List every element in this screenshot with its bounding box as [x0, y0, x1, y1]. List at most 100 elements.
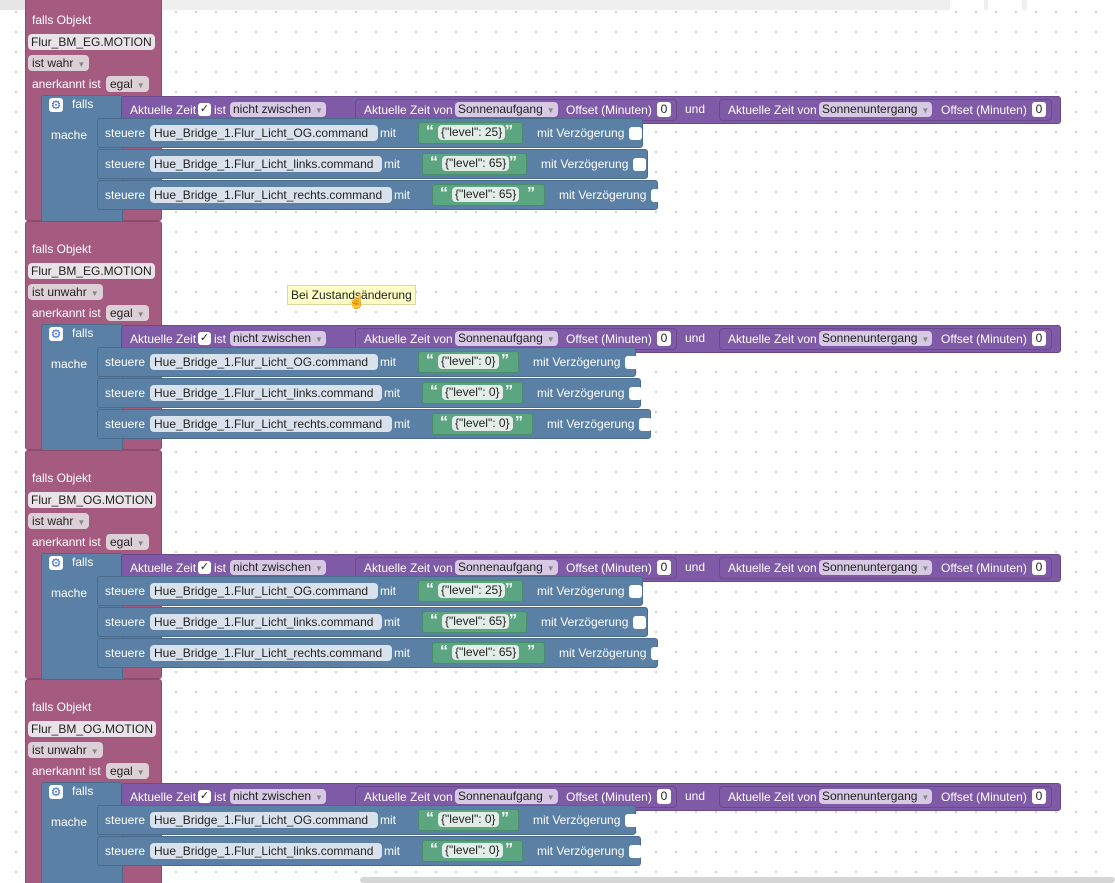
dropdown-arrow-icon: ▼ [546, 793, 555, 802]
dropdown-arrow-icon: ▼ [136, 539, 145, 548]
from-event-dropdown[interactable]: Sonnenaufgang▼ [455, 560, 558, 575]
string-value-field[interactable]: {"level": 0} [438, 354, 499, 369]
string-value-field[interactable]: {"level": 65} [452, 645, 520, 660]
delay-checkbox[interactable] [629, 127, 642, 140]
time-checkbox[interactable]: ✓ [198, 332, 211, 345]
horizontal-scrollbar[interactable] [360, 877, 1115, 883]
time-operator-dropdown[interactable]: nicht zwischen▼ [230, 560, 326, 575]
open-quote-icon: “ [426, 810, 434, 827]
gear-icon[interactable]: ⚙ [49, 785, 63, 799]
dropdown-arrow-icon: ▼ [921, 793, 930, 802]
mache-label: mache [51, 586, 88, 600]
from-event-dropdown[interactable]: Sonnenaufgang▼ [455, 102, 558, 117]
condition-dropdown[interactable]: ist wahr▼ [28, 513, 90, 529]
to-offset-field[interactable]: 0 [1032, 102, 1046, 117]
string-value-field[interactable]: {"level": 0} [452, 416, 513, 431]
delay-checkbox[interactable] [633, 616, 646, 629]
string-value-field[interactable]: {"level": 0} [438, 812, 499, 827]
toolbar-button-3[interactable] [1027, 0, 1115, 10]
delay-checkbox[interactable] [639, 418, 652, 431]
target-object-field[interactable]: Hue_Bridge_1.Flur_Licht_links.command [150, 385, 382, 401]
gear-icon[interactable]: ⚙ [49, 556, 63, 570]
dropdown-arrow-icon: ▼ [136, 768, 145, 777]
gear-icon[interactable]: ⚙ [49, 327, 63, 341]
delay-checkbox[interactable] [625, 356, 638, 369]
ack-dropdown[interactable]: egal▼ [106, 534, 149, 550]
string-value-field[interactable]: {"level": 65} [442, 156, 510, 171]
string-value-field[interactable]: {"level": 25} [438, 583, 506, 598]
to-offset-field[interactable]: 0 [1032, 331, 1046, 346]
to-offset-field[interactable]: 0 [1032, 789, 1046, 804]
close-quote-icon: ” [505, 841, 513, 858]
toolbar-button-2[interactable] [988, 0, 1022, 10]
to-event-dropdown[interactable]: Sonnenuntergang▼ [819, 789, 933, 804]
from-offset-field[interactable]: 0 [657, 102, 671, 117]
time-operator-dropdown[interactable]: nicht zwischen▼ [230, 102, 326, 117]
time-checkbox[interactable]: ✓ [198, 561, 211, 574]
dropdown-arrow-icon: ▼ [546, 106, 555, 115]
object-id-field[interactable]: Flur_BM_EG.MOTION [28, 263, 155, 279]
delay-checkbox[interactable] [629, 585, 642, 598]
gear-icon[interactable]: ⚙ [49, 98, 63, 112]
object-id-field[interactable]: Flur_BM_OG.MOTION [28, 492, 157, 508]
object-id-field[interactable]: Flur_BM_OG.MOTION [28, 721, 157, 737]
string-value-field[interactable]: {"level": 65} [442, 614, 510, 629]
toolbar-button-1[interactable] [950, 0, 984, 10]
from-offset-field[interactable]: 0 [657, 331, 671, 346]
delay-checkbox[interactable] [629, 845, 642, 858]
delay-checkbox[interactable] [629, 387, 642, 400]
dropdown-arrow-icon: ▼ [921, 564, 930, 573]
string-value-field[interactable]: {"level": 0} [442, 385, 503, 400]
to-event-dropdown[interactable]: Sonnenuntergang▼ [819, 331, 933, 346]
condition-dropdown[interactable]: ist unwahr▼ [28, 742, 103, 758]
ack-dropdown[interactable]: egal▼ [106, 763, 149, 779]
target-object-field[interactable]: Hue_Bridge_1.Flur_Licht_OG.command [150, 354, 378, 370]
delay-checkbox[interactable] [651, 189, 664, 202]
to-event-value: Sonnenuntergang [822, 102, 918, 116]
delay-checkbox[interactable] [625, 814, 638, 827]
from-event-dropdown[interactable]: Sonnenaufgang▼ [455, 331, 558, 346]
open-quote-icon: “ [426, 581, 434, 598]
time-operator-dropdown[interactable]: nicht zwischen▼ [230, 789, 326, 804]
string-value-field[interactable]: {"level": 0} [442, 843, 503, 858]
target-object-field[interactable]: Hue_Bridge_1.Flur_Licht_rechts.command [150, 645, 392, 661]
to-offset-field[interactable]: 0 [1032, 560, 1046, 575]
from-offset-field[interactable]: 0 [657, 560, 671, 575]
target-object-field[interactable]: Hue_Bridge_1.Flur_Licht_links.command [150, 614, 382, 630]
mit-verzoegerung-label: mit Verzögerung [559, 646, 647, 660]
delay-checkbox[interactable] [633, 158, 646, 171]
object-id-field[interactable]: Flur_BM_EG.MOTION [28, 34, 155, 50]
to-event-dropdown[interactable]: Sonnenuntergang▼ [819, 560, 933, 575]
string-value-field[interactable]: {"level": 25} [438, 125, 506, 140]
target-object-field[interactable]: Hue_Bridge_1.Flur_Licht_rechts.command [150, 416, 392, 432]
target-object-field[interactable]: Hue_Bridge_1.Flur_Licht_links.command [150, 156, 382, 172]
string-value-field[interactable]: {"level": 65} [452, 187, 520, 202]
condition-dropdown[interactable]: ist wahr▼ [28, 55, 90, 71]
target-object-field[interactable]: Hue_Bridge_1.Flur_Licht_OG.command [150, 125, 378, 141]
delay-checkbox[interactable] [651, 647, 664, 660]
time-checkbox[interactable]: ✓ [198, 790, 211, 803]
time-operator-dropdown[interactable]: nicht zwischen▼ [230, 331, 326, 346]
from-event-value: Sonnenaufgang [458, 789, 543, 803]
target-object-field[interactable]: Hue_Bridge_1.Flur_Licht_OG.command [150, 583, 378, 599]
mit-label: mit [394, 646, 410, 660]
target-object-field[interactable]: Hue_Bridge_1.Flur_Licht_links.command [150, 843, 382, 859]
from-offset-field[interactable]: 0 [657, 789, 671, 804]
ack-dropdown[interactable]: egal▼ [106, 76, 149, 92]
from-event-value: Sonnenaufgang [458, 102, 543, 116]
anerkannt-label: anerkannt ist [32, 535, 101, 549]
time-checkbox[interactable]: ✓ [198, 103, 211, 116]
target-object-field[interactable]: Hue_Bridge_1.Flur_Licht_OG.command [150, 812, 378, 828]
open-quote-icon: “ [430, 841, 438, 858]
from-event-dropdown[interactable]: Sonnenaufgang▼ [455, 789, 558, 804]
to-event-dropdown[interactable]: Sonnenuntergang▼ [819, 102, 933, 117]
open-quote-icon: “ [440, 643, 448, 660]
mit-label: mit [384, 157, 400, 171]
target-object-field[interactable]: Hue_Bridge_1.Flur_Licht_rechts.command [150, 187, 392, 203]
close-quote-icon: ” [501, 810, 509, 827]
und-label: und [685, 789, 706, 803]
close-quote-icon: ” [505, 383, 513, 400]
ack-dropdown[interactable]: egal▼ [106, 305, 149, 321]
condition-dropdown[interactable]: ist unwahr▼ [28, 284, 103, 300]
mit-verzoegerung-label: mit Verzögerung [537, 126, 625, 140]
